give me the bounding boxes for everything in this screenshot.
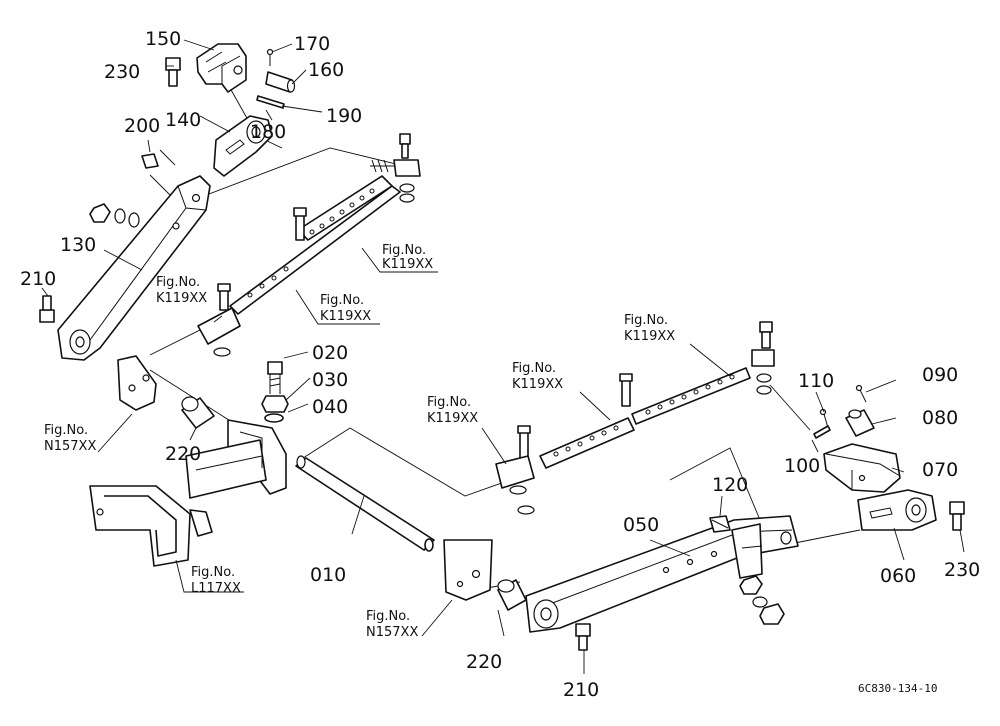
label-220-left: 220 bbox=[165, 443, 201, 465]
label-210-left: 210 bbox=[20, 268, 56, 290]
fig-ref-n157-left: N157XX bbox=[44, 439, 96, 454]
part-020-bolt bbox=[267, 361, 283, 394]
part-210-bolt-right bbox=[575, 623, 591, 651]
label-030: 030 bbox=[312, 369, 348, 391]
part-100-pin bbox=[813, 425, 831, 439]
part-120-grease-nipple bbox=[709, 515, 731, 533]
part-140-plate bbox=[213, 115, 273, 177]
label-130: 130 bbox=[60, 234, 96, 256]
label-150: 150 bbox=[145, 28, 181, 50]
label-200: 200 bbox=[124, 115, 160, 137]
fig-ref-k119-right-low: K119XX bbox=[427, 411, 478, 426]
label-080: 080 bbox=[922, 407, 958, 429]
part-130-lift-arm bbox=[57, 175, 211, 361]
label-040: 040 bbox=[312, 396, 348, 418]
part-030-nut bbox=[261, 395, 289, 413]
part-050-lift-arm bbox=[525, 515, 799, 633]
fig-label: Fig.No. bbox=[382, 243, 426, 258]
part-210-bolt-left bbox=[39, 295, 55, 323]
part-150-bracket bbox=[196, 43, 247, 93]
part-230-bolt-right bbox=[949, 501, 965, 531]
label-180: 180 bbox=[250, 121, 286, 143]
fig-ref-k119-right-mid: K119XX bbox=[512, 377, 563, 392]
fig-label: Fig.No. bbox=[624, 313, 668, 328]
fig-label: Fig.No. bbox=[366, 609, 410, 624]
part-010-shaft bbox=[295, 455, 435, 552]
part-230-bolt-top bbox=[165, 57, 181, 87]
fig-ref-k119-mid: K119XX bbox=[320, 309, 371, 324]
label-190: 190 bbox=[326, 105, 362, 127]
fig-ref-k119-right-top: K119XX bbox=[624, 329, 675, 344]
part-080-sleeve bbox=[845, 409, 875, 437]
bracket-right-n157 bbox=[443, 539, 493, 601]
label-160: 160 bbox=[308, 59, 344, 81]
top-link-rod bbox=[229, 133, 421, 315]
drawing-code: 6C830-134-10 bbox=[858, 682, 937, 695]
fig-ref-k119-top: K119XX bbox=[382, 257, 433, 272]
part-160-sleeve bbox=[265, 71, 296, 93]
label-090: 090 bbox=[922, 364, 958, 386]
bracket-left-n157 bbox=[117, 355, 157, 411]
part-090-pin bbox=[855, 384, 867, 403]
label-120: 120 bbox=[712, 474, 748, 496]
fig-label: Fig.No. bbox=[44, 423, 88, 438]
nuts-washers-right bbox=[739, 575, 785, 625]
part-170-pin bbox=[266, 48, 274, 66]
label-010: 010 bbox=[310, 564, 346, 586]
label-220-right: 220 bbox=[466, 651, 502, 673]
middle-link-rod bbox=[197, 207, 307, 357]
fig-label: Fig.No. bbox=[320, 293, 364, 308]
fig-label: Fig.No. bbox=[156, 275, 200, 290]
part-labels: 150 170 230 160 190 140 180 200 130 210 … bbox=[20, 28, 980, 701]
nuts-washers-left bbox=[89, 203, 140, 228]
part-220-bushing-left bbox=[181, 396, 215, 429]
part-040-washer bbox=[264, 413, 284, 423]
fig-ref-k119-left: K119XX bbox=[156, 291, 207, 306]
label-070: 070 bbox=[922, 459, 958, 481]
label-230-right: 230 bbox=[944, 559, 980, 581]
fig-label: Fig.No. bbox=[512, 361, 556, 376]
label-leaders bbox=[41, 39, 965, 674]
label-060: 060 bbox=[880, 565, 916, 587]
part-200-grease-nipple bbox=[141, 153, 159, 169]
part-070-bracket bbox=[823, 443, 901, 493]
figure-references: Fig.No. K119XX Fig.No. K119XX Fig.No. K1… bbox=[44, 243, 675, 640]
label-140: 140 bbox=[165, 109, 201, 131]
label-100: 100 bbox=[784, 455, 820, 477]
label-170: 170 bbox=[294, 33, 330, 55]
label-230-top: 230 bbox=[104, 61, 140, 83]
fig-label: Fig.No. bbox=[191, 565, 235, 580]
label-210-right: 210 bbox=[563, 679, 599, 701]
part-060-plate bbox=[857, 489, 937, 531]
part-110-pin bbox=[819, 408, 829, 429]
hitch-frame bbox=[89, 419, 287, 567]
part-190-pin bbox=[256, 95, 285, 109]
part-220-bushing-right bbox=[497, 579, 527, 611]
label-050: 050 bbox=[623, 514, 659, 536]
label-020: 020 bbox=[312, 342, 348, 364]
lower-right-rods bbox=[495, 321, 775, 515]
fig-ref-l117: L117XX bbox=[191, 581, 241, 596]
fig-ref-n157-right: N157XX bbox=[366, 625, 418, 640]
fig-label: Fig.No. bbox=[427, 395, 471, 410]
label-110: 110 bbox=[798, 370, 834, 392]
